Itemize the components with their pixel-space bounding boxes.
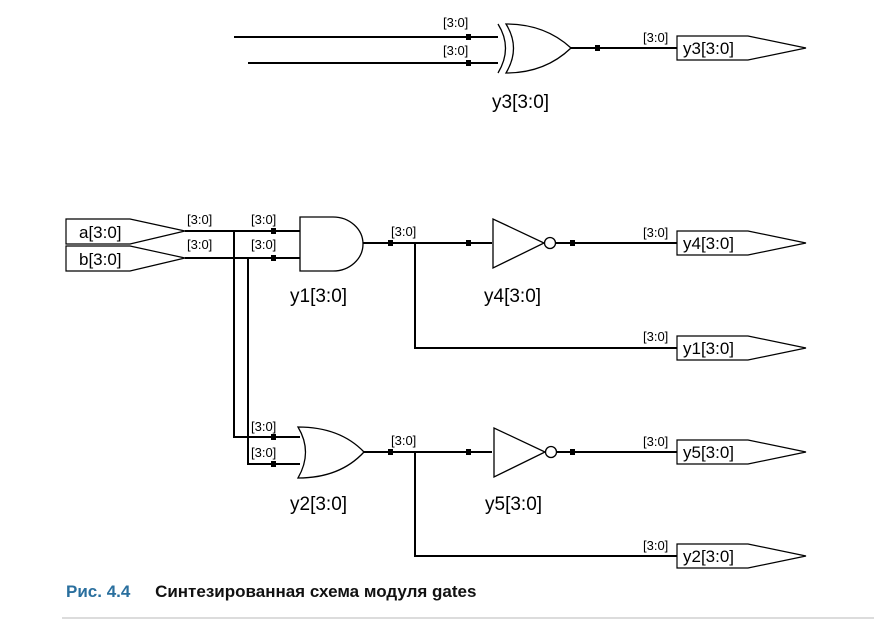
tap-dot xyxy=(466,240,471,246)
output-port-y2: y2[3:0] xyxy=(676,543,807,569)
output-port-y4: y4[3:0] xyxy=(676,230,807,256)
bus-label: [3:0] xyxy=(251,445,276,460)
output-label-y1: y1[3:0] xyxy=(683,339,734,358)
bus-label: [3:0] xyxy=(251,237,276,252)
output-label-y2: y2[3:0] xyxy=(683,547,734,566)
bus-label: [3:0] xyxy=(443,15,468,30)
and-gate xyxy=(299,216,364,272)
input-port-a: a[3:0] xyxy=(65,218,186,245)
circuit-schematic: a[3:0] b[3:0] y3[3:0] y4[3:0] y1[3:0] y5… xyxy=(65,15,807,569)
figure-caption-text: Синтезированная схема модуля gates xyxy=(155,582,477,601)
not-gate-y5 xyxy=(493,426,558,479)
input-label-a: a[3:0] xyxy=(79,223,122,242)
tap-dot xyxy=(466,449,471,455)
bus-label: [3:0] xyxy=(391,433,416,448)
caption-divider xyxy=(62,617,874,619)
bus-label: [3:0] xyxy=(443,43,468,58)
bus-label: [3:0] xyxy=(643,434,668,449)
xor-gate xyxy=(497,23,572,74)
tap-dot xyxy=(466,60,471,66)
or-gate xyxy=(296,426,365,479)
gate-label-y1: y1[3:0] xyxy=(290,286,347,307)
bus-label: [3:0] xyxy=(643,329,668,344)
gate-label-y5: y5[3:0] xyxy=(485,494,542,515)
wires xyxy=(185,36,677,557)
output-label-y4: y4[3:0] xyxy=(683,234,734,253)
bus-label: [3:0] xyxy=(187,237,212,252)
output-label-y3: y3[3:0] xyxy=(683,39,734,58)
input-label-b: b[3:0] xyxy=(79,250,122,269)
output-port-y1: y1[3:0] xyxy=(676,335,807,361)
bus-label: [3:0] xyxy=(643,225,668,240)
tap-dot xyxy=(388,240,393,246)
bus-label: [3:0] xyxy=(643,30,668,45)
tap-dot xyxy=(271,434,276,440)
tap-dot xyxy=(388,449,393,455)
tap-dot xyxy=(570,449,575,455)
bus-label: [3:0] xyxy=(187,212,212,227)
bus-label: [3:0] xyxy=(391,224,416,239)
bus-label: [3:0] xyxy=(643,538,668,553)
gate-label-y4: y4[3:0] xyxy=(484,286,541,307)
tap-dot xyxy=(595,45,600,51)
not-gate-y4 xyxy=(492,217,557,270)
output-port-y5: y5[3:0] xyxy=(676,439,807,465)
gate-label-y3: y3[3:0] xyxy=(492,92,549,113)
tap-dot xyxy=(271,255,276,261)
tap-dot xyxy=(570,240,575,246)
tap-dot xyxy=(466,34,471,40)
bus-width-labels: [3:0] [3:0] [3:0] [3:0] [3:0] [3:0] [3:0… xyxy=(187,15,668,553)
figure-number: Рис. 4.4 xyxy=(66,582,131,601)
gate-label-y2: y2[3:0] xyxy=(290,494,347,515)
wire-b xyxy=(185,62,500,465)
tap-dot xyxy=(271,228,276,234)
bus-taps xyxy=(271,34,600,467)
tap-dot xyxy=(271,461,276,467)
output-label-y5: y5[3:0] xyxy=(683,443,734,462)
wire-a xyxy=(185,36,500,438)
output-port-y3: y3[3:0] xyxy=(676,35,807,61)
bus-label: [3:0] xyxy=(251,212,276,227)
input-port-b: b[3:0] xyxy=(65,245,186,272)
bus-label: [3:0] xyxy=(251,419,276,434)
figure-caption: Рис. 4.4 Синтезированная схема модуля ga… xyxy=(66,582,476,602)
